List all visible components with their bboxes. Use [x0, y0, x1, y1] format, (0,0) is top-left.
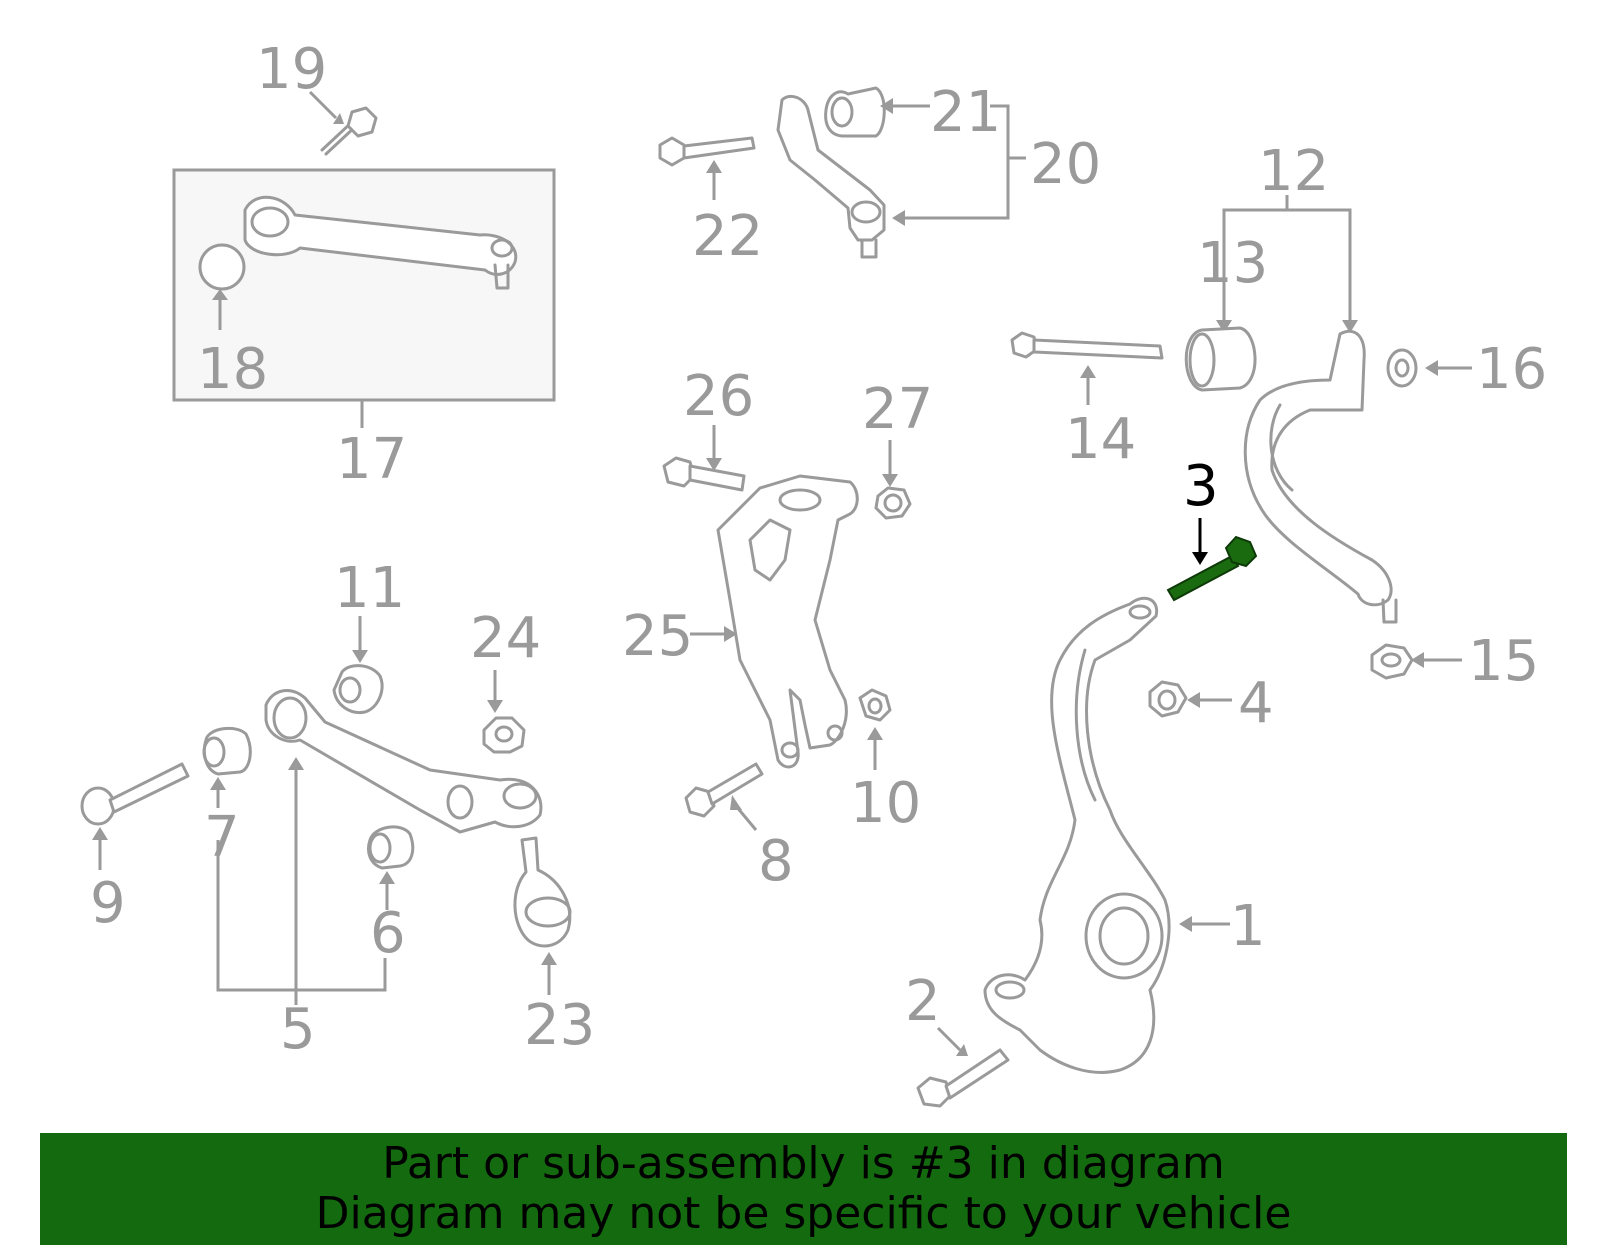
callout-22: 22	[692, 204, 763, 269]
part-8-bolt	[684, 762, 764, 831]
callout-3: 3	[1183, 454, 1219, 519]
callout-12: 12	[1258, 139, 1329, 204]
part-10-nut	[858, 688, 892, 770]
part-22-bolt	[658, 136, 756, 200]
part-2-bolt	[916, 1026, 1010, 1108]
part-25-bracket	[690, 474, 859, 769]
callout-19: 19	[256, 37, 327, 102]
part-12-arm	[1243, 329, 1398, 624]
notice-line-1: Part or sub-assembly is #3 in diagram	[382, 1138, 1225, 1189]
callout-10: 10	[850, 771, 921, 836]
callout-27: 27	[862, 377, 933, 442]
callout-1: 1	[1230, 894, 1266, 959]
part-17-arm	[243, 195, 518, 290]
part-19-bolt	[308, 90, 378, 156]
part-4-nut	[1148, 680, 1232, 718]
part-1-knuckle	[983, 596, 1230, 1074]
callout-9: 9	[90, 871, 126, 936]
callout-15: 15	[1468, 629, 1539, 694]
part-5-bracket	[210, 757, 387, 1005]
callout-20: 20	[1030, 132, 1101, 197]
part-23-balljoint	[513, 836, 572, 995]
callout-17: 17	[336, 427, 407, 492]
part-9-bolt	[80, 762, 190, 870]
part-11-nut	[332, 616, 384, 715]
callout-25: 25	[622, 604, 693, 669]
notice-line-2: Diagram may not be specific to your vehi…	[315, 1188, 1292, 1239]
part-20-bracket	[892, 104, 1026, 226]
callout-5: 5	[280, 997, 316, 1062]
callout-8: 8	[758, 829, 794, 894]
part-20-link	[776, 94, 886, 259]
part-21-bushing	[824, 86, 930, 138]
part-17-box	[172, 168, 556, 428]
part-16-nut	[1386, 348, 1472, 388]
callout-14: 14	[1065, 407, 1136, 472]
part-13-bushing	[1184, 326, 1257, 392]
callout-2: 2	[905, 969, 941, 1034]
callout-23: 23	[524, 993, 595, 1058]
notice-banner: Part or sub-assembly is #3 in diagram Di…	[40, 1133, 1567, 1245]
part-26-bolt	[662, 425, 746, 492]
callout-7: 7	[204, 805, 240, 870]
callout-11: 11	[334, 556, 405, 621]
part-24-nut	[482, 670, 526, 754]
callout-26: 26	[683, 364, 754, 429]
callout-16: 16	[1476, 337, 1547, 402]
callout-24: 24	[470, 606, 541, 671]
callout-6: 6	[370, 901, 406, 966]
part-5-arm	[264, 689, 543, 834]
part-3-bolt	[1166, 518, 1258, 602]
part-12-bracket	[1216, 195, 1358, 333]
part-27-nut	[874, 440, 912, 520]
callout-4: 4	[1238, 671, 1274, 736]
part-15-nut	[1370, 643, 1462, 680]
part-6-bushing	[367, 825, 415, 910]
part-18-bushing	[198, 243, 246, 330]
callout-13: 13	[1197, 231, 1268, 296]
callout-18: 18	[197, 337, 268, 402]
part-7-bushing	[202, 726, 252, 776]
callout-21: 21	[930, 80, 1001, 145]
part-14-bolt	[1010, 331, 1164, 405]
